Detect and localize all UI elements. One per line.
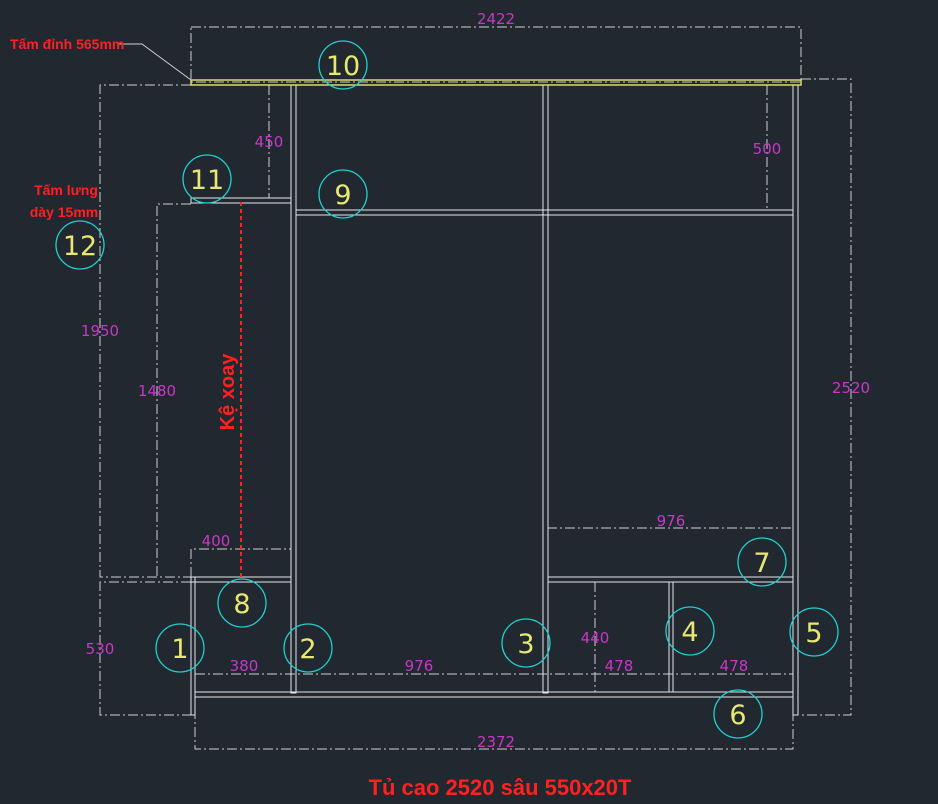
marker-9: 9: [318, 169, 368, 219]
dim-bottom-width: 2372: [477, 733, 515, 751]
part-markers: 1 2 3 4 5 6 7 8 9 10 11 12: [55, 40, 839, 739]
top-dimension-box: [190, 26, 802, 83]
bottom-dimension-box: [194, 696, 794, 750]
dim-top-left-bay: 450: [255, 133, 284, 151]
panel-2: [290, 84, 297, 694]
marker-7-label: 7: [753, 548, 770, 579]
panel-5: [792, 84, 799, 716]
right-shelf-outline: [547, 527, 793, 547]
dim-top-right-bay: 500: [753, 140, 782, 158]
dim-bottom-right-bay-b: 478: [720, 657, 749, 675]
small-shelf-outline: [190, 548, 291, 577]
top-panel-leader: [118, 43, 192, 81]
marker-12: 12: [55, 220, 105, 270]
marker-8: 8: [217, 578, 267, 628]
marker-5: 5: [789, 607, 839, 657]
dimension-texts: 2422 2372 2520 1950 1480 530 450 500 400…: [81, 10, 870, 751]
dim-drawer-height: 440: [581, 629, 610, 647]
marker-10-label: 10: [326, 51, 360, 82]
panel-4: [668, 581, 674, 693]
right-side-outline: [801, 78, 852, 716]
top-panel-10: [190, 79, 802, 86]
marker-10: 10: [318, 40, 368, 90]
dim-left-height: 1950: [81, 322, 119, 340]
dim-right-shelf: 976: [657, 512, 686, 530]
marker-3-label: 3: [517, 629, 534, 660]
back-panel-label-line1: Tấm lưng: [34, 182, 98, 198]
marker-12-label: 12: [63, 231, 97, 262]
left-base-outline: [99, 581, 191, 716]
bottom-panel-6: [194, 691, 794, 698]
shelf-7: [547, 576, 794, 583]
dim-bottom-right-bay-a: 478: [605, 657, 634, 675]
dim-left-inner-height: 1480: [138, 382, 176, 400]
marker-2: 2: [283, 623, 333, 673]
panel-1: [190, 576, 196, 716]
rotating-shelf-label: Kệ xoay: [217, 353, 239, 431]
marker-5-label: 5: [805, 618, 822, 649]
marker-1-label: 1: [171, 634, 188, 665]
marker-1: 1: [155, 623, 205, 673]
marker-4-label: 4: [681, 617, 698, 648]
dim-small-shelf: 400: [202, 532, 231, 550]
shelf-9: [295, 209, 794, 216]
dimension-outlines: [99, 26, 852, 750]
drawing-title: Tủ cao 2520 sâu 550x20T: [369, 775, 632, 800]
marker-6: 6: [713, 689, 763, 739]
marker-11-label: 11: [190, 165, 224, 196]
marker-8-label: 8: [233, 589, 250, 620]
marker-3: 3: [501, 618, 551, 668]
left-side-outline: [99, 84, 191, 578]
top-panel-label: Tấm đỉnh 565mm: [10, 36, 124, 52]
marker-6-label: 6: [729, 700, 746, 731]
dim-top-width: 2422: [477, 10, 515, 28]
marker-9-label: 9: [334, 180, 351, 211]
cabinet-panels: [190, 84, 799, 716]
marker-11: 11: [182, 154, 232, 204]
panel-3: [542, 84, 549, 694]
dim-bottom-left-bay: 380: [230, 657, 259, 675]
back-panel-label-line2: dày 15mm: [30, 204, 98, 220]
dim-total-height: 2520: [832, 379, 870, 397]
marker-7: 7: [737, 537, 787, 587]
dim-left-base-height: 530: [86, 640, 115, 658]
marker-4: 4: [665, 606, 715, 656]
marker-2-label: 2: [299, 634, 316, 665]
dim-bottom-center-bay: 976: [405, 657, 434, 675]
